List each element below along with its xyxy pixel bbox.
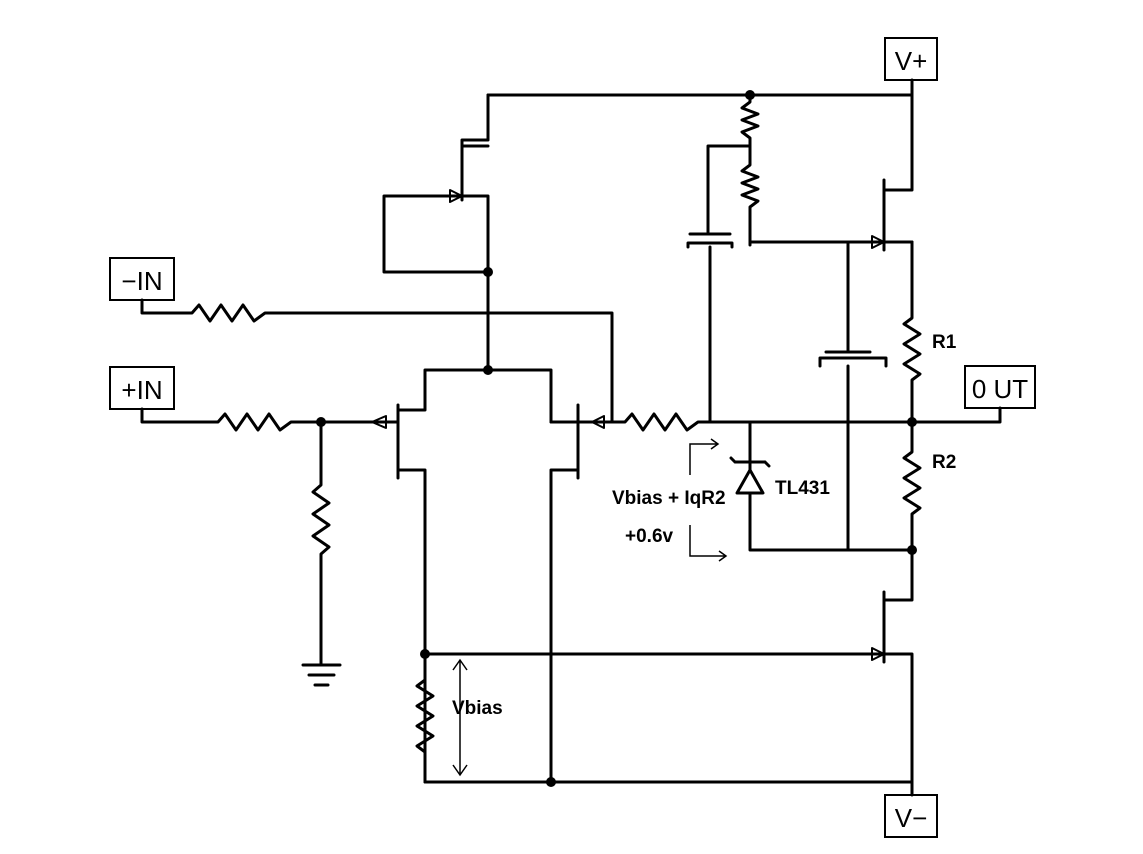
junction-dot — [907, 417, 917, 427]
vbias-formula-line2: +0.6v — [625, 526, 674, 547]
bootstrap-resistor-upper — [740, 93, 760, 148]
compensation-capacitor — [818, 240, 888, 552]
vbias-formula-line1: Vbias + IqR2 — [612, 488, 726, 509]
terminal-plus-in: +IN — [109, 366, 175, 410]
top-rail-wire — [486, 78, 914, 97]
terminal-v-plus: V+ — [884, 37, 938, 81]
resistor-r2: R2 — [902, 420, 956, 552]
terminal-v-minus: V− — [884, 794, 938, 838]
terminal-v-minus-label: V− — [895, 803, 928, 833]
plus-in-resistor — [140, 407, 382, 432]
junction-dot — [483, 267, 493, 277]
current-source-transistor — [382, 93, 490, 372]
resistor-r1: R1 — [902, 240, 957, 424]
diff-pair-left-transistor — [371, 368, 553, 784]
tl431-regulator: TL431 — [729, 420, 914, 552]
terminal-v-plus-label: V+ — [895, 46, 928, 76]
feedback-resistor — [610, 406, 1002, 432]
r2-label: R2 — [932, 452, 956, 473]
terminal-minus-in-label: −IN — [121, 266, 162, 296]
input-ground-resistor — [311, 420, 331, 667]
minus-in-resistor — [140, 298, 614, 424]
vbias-arrow: Vbias — [452, 658, 503, 777]
vbias-label: Vbias — [452, 698, 503, 719]
bootstrap-capacitor — [686, 144, 752, 424]
junction-dot — [483, 365, 493, 375]
bias-resistor — [415, 652, 914, 784]
bootstrap-resistor-lower — [740, 144, 760, 247]
junction-dot — [420, 649, 430, 659]
terminal-out-label: 0 UT — [972, 374, 1028, 404]
output-upper-transistor — [748, 93, 914, 252]
vbias-formula-annotation: Vbias + IqR2 +0.6v — [612, 438, 728, 562]
junction-dot — [745, 90, 755, 100]
diff-pair-right-transistor — [549, 403, 614, 784]
ground-symbol — [301, 663, 342, 687]
junction-dot — [316, 417, 326, 427]
output-lower-transistor — [871, 548, 914, 797]
r1-label: R1 — [932, 332, 957, 353]
terminal-out: 0 UT — [964, 365, 1036, 409]
terminal-minus-in: −IN — [109, 257, 175, 301]
tl431-label: TL431 — [775, 478, 830, 499]
terminal-plus-in-label: +IN — [121, 375, 162, 405]
junction-dot — [546, 777, 556, 787]
